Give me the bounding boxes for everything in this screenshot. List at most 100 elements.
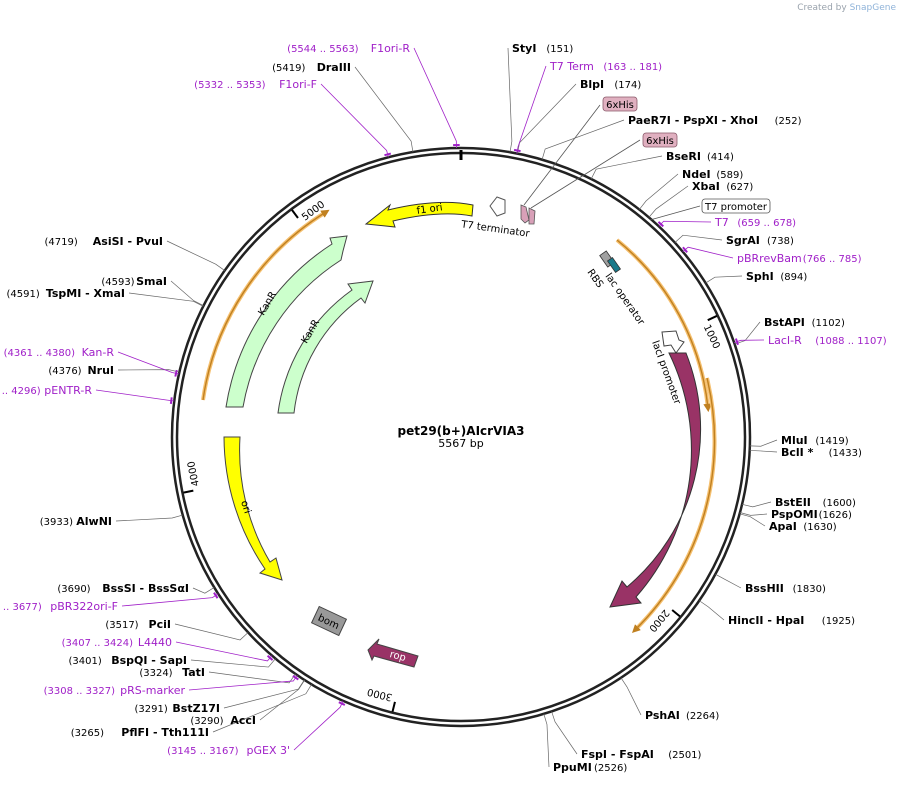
orf-arc-kanr-line [202, 209, 330, 401]
primer-site-7: Kan-R (4361 .. 4380) [4, 346, 180, 377]
enzyme-leader-line [208, 671, 296, 684]
enzyme-site-8: SphI(894) [705, 270, 807, 284]
enzyme-leader-line [354, 66, 414, 153]
enzyme-position: (894) [780, 272, 807, 283]
enzyme-position: (1419) [815, 436, 848, 447]
kanr-inner-feature [277, 280, 374, 414]
enzyme-name: BstAPI [764, 316, 805, 329]
enzyme-leader-line [166, 240, 225, 271]
enzyme-name: HincII - HpaI [728, 614, 804, 627]
lac-operator-label: lac operator [603, 271, 647, 328]
enzyme-position: (1630) [803, 522, 836, 533]
primer-site-9: pBR322ori-F(3658 .. 3677) [0, 592, 219, 613]
enzyme-site-31: AsiSI - PvuI(4719) [45, 235, 225, 271]
enzyme-name: BssSI - BssSαI [102, 582, 189, 595]
enzyme-site-4: BseRI(414) [590, 150, 734, 180]
enzyme-position: (1925) [822, 616, 855, 627]
primer-leader-line [188, 674, 298, 691]
enzyme-leader-line [699, 600, 725, 621]
primer-site-1: F1ori-R(5544 .. 5563) [287, 42, 460, 149]
enzyme-position: (252) [775, 116, 802, 127]
primer-leader-line [175, 641, 273, 662]
primer-range: (766 .. 785) [803, 254, 862, 265]
enzyme-leader-line [739, 512, 768, 516]
backbone-outer-circle [170, 146, 752, 728]
primer-leader-line [95, 389, 175, 402]
enzyme-site-20: PflFI - Tth111I(3265) [71, 684, 312, 739]
enzyme-name: TspMI - XmaI [46, 287, 125, 300]
enzyme-position: (1600) [823, 498, 856, 509]
primer-range: (1088 .. 1107) [815, 336, 887, 347]
enzyme-name: BseRI [666, 150, 701, 163]
scale-tick-label-3: 3000 [366, 686, 393, 703]
enzyme-name: TatI [182, 666, 205, 679]
enzyme-site-12: BstEII(1600) [741, 496, 856, 509]
primer-leader-line [117, 351, 180, 375]
primer-name: F1ori-F [279, 78, 317, 91]
enzyme-position: (4376) [48, 366, 81, 377]
enzyme-position: (174) [614, 80, 641, 91]
his-tag-box-1 [602, 96, 638, 112]
enzyme-name: AsiSI - PvuI [93, 235, 163, 248]
enzyme-position: (3291) [135, 704, 168, 715]
enzyme-name: PspOMI [771, 508, 818, 521]
enzyme-position: (589) [716, 170, 743, 181]
t7-terminator-label: T7 terminator [460, 219, 532, 240]
enzyme-leader-line [174, 623, 249, 641]
scale-tick-3 [391, 701, 396, 712]
enzyme-position: (3265) [71, 728, 104, 739]
enzyme-site-28: NruI(4376) [48, 364, 180, 377]
enzyme-site-13: PspOMI(1626) [739, 508, 852, 521]
primer-range: (163 .. 181) [603, 62, 662, 73]
enzyme-leader-line [739, 513, 766, 527]
enzyme-name: BssHII [745, 582, 784, 595]
enzyme-leader-line [170, 280, 204, 307]
enzyme-leader-line [749, 439, 778, 447]
enzyme-site-32: DraIII(5419) [272, 61, 414, 153]
enzyme-position: (2264) [686, 711, 719, 722]
enzyme-name: BclI * [781, 446, 814, 459]
primer-name: pBRrevBam [737, 252, 802, 265]
enzyme-site-27: AlwNI(3933) [40, 514, 183, 528]
t7-promoter-box [701, 198, 771, 214]
primer-site-2: F1ori-F (5332 .. 5353) [194, 78, 392, 158]
enzyme-position: (1830) [793, 584, 826, 595]
enzyme-position: (151) [546, 44, 573, 55]
primer-site-11: pRS-marker(3308 .. 3327) [44, 674, 299, 697]
enzyme-site-16: HincII - HpaI (1925) [699, 600, 855, 627]
primer-name: pBR322ori-F [50, 600, 118, 613]
enzyme-name: MluI [781, 434, 808, 447]
enzyme-leader-line [517, 83, 577, 154]
enzyme-name: NdeI [682, 168, 711, 181]
primer-name: Kan-R [82, 346, 115, 359]
enzyme-position: (1626) [819, 510, 852, 521]
primer-site-3: T7 Term(163 .. 181) [513, 60, 662, 154]
enzyme-position: (1433) [829, 448, 862, 459]
enzyme-leader-line [705, 275, 743, 284]
enzyme-site-25: PciI(3517) [105, 618, 249, 641]
enzyme-site-1: StyI(151) [507, 42, 573, 153]
enzyme-site-7: SgrAI(738) [674, 234, 794, 247]
enzyme-leader-line [674, 234, 723, 243]
primer-name: L4440 [138, 636, 172, 649]
primer-leader-line [682, 246, 734, 259]
primer-name: pRS-marker [120, 684, 185, 697]
enzyme-leader-line [551, 711, 578, 755]
enzyme-name: BlpI [580, 78, 604, 91]
enzyme-site-29: TspMI - XmaI(4591) [7, 287, 204, 307]
enzyme-name: DraIII [317, 61, 351, 74]
primer-leader-line [413, 47, 457, 149]
enzyme-leader-line [590, 155, 663, 180]
enzyme-site-3: PaeR7I - PspXI - XhoI(252) [541, 114, 802, 160]
enzyme-position: (3401) [69, 656, 102, 667]
laci-feature [609, 352, 702, 608]
enzyme-name: ApaI [769, 520, 797, 533]
enzyme-site-2: BlpI (174) [517, 78, 641, 154]
primer-range: (5332 .. 5353) [194, 80, 266, 91]
enzyme-position: (2526) [594, 763, 627, 774]
primer-name: F1ori-R [371, 42, 411, 55]
primer-site-5: pBRrevBam(766 .. 785) [682, 246, 862, 265]
primer-range: (4361 .. 4380) [4, 348, 76, 359]
enzyme-leader-line [543, 713, 550, 768]
